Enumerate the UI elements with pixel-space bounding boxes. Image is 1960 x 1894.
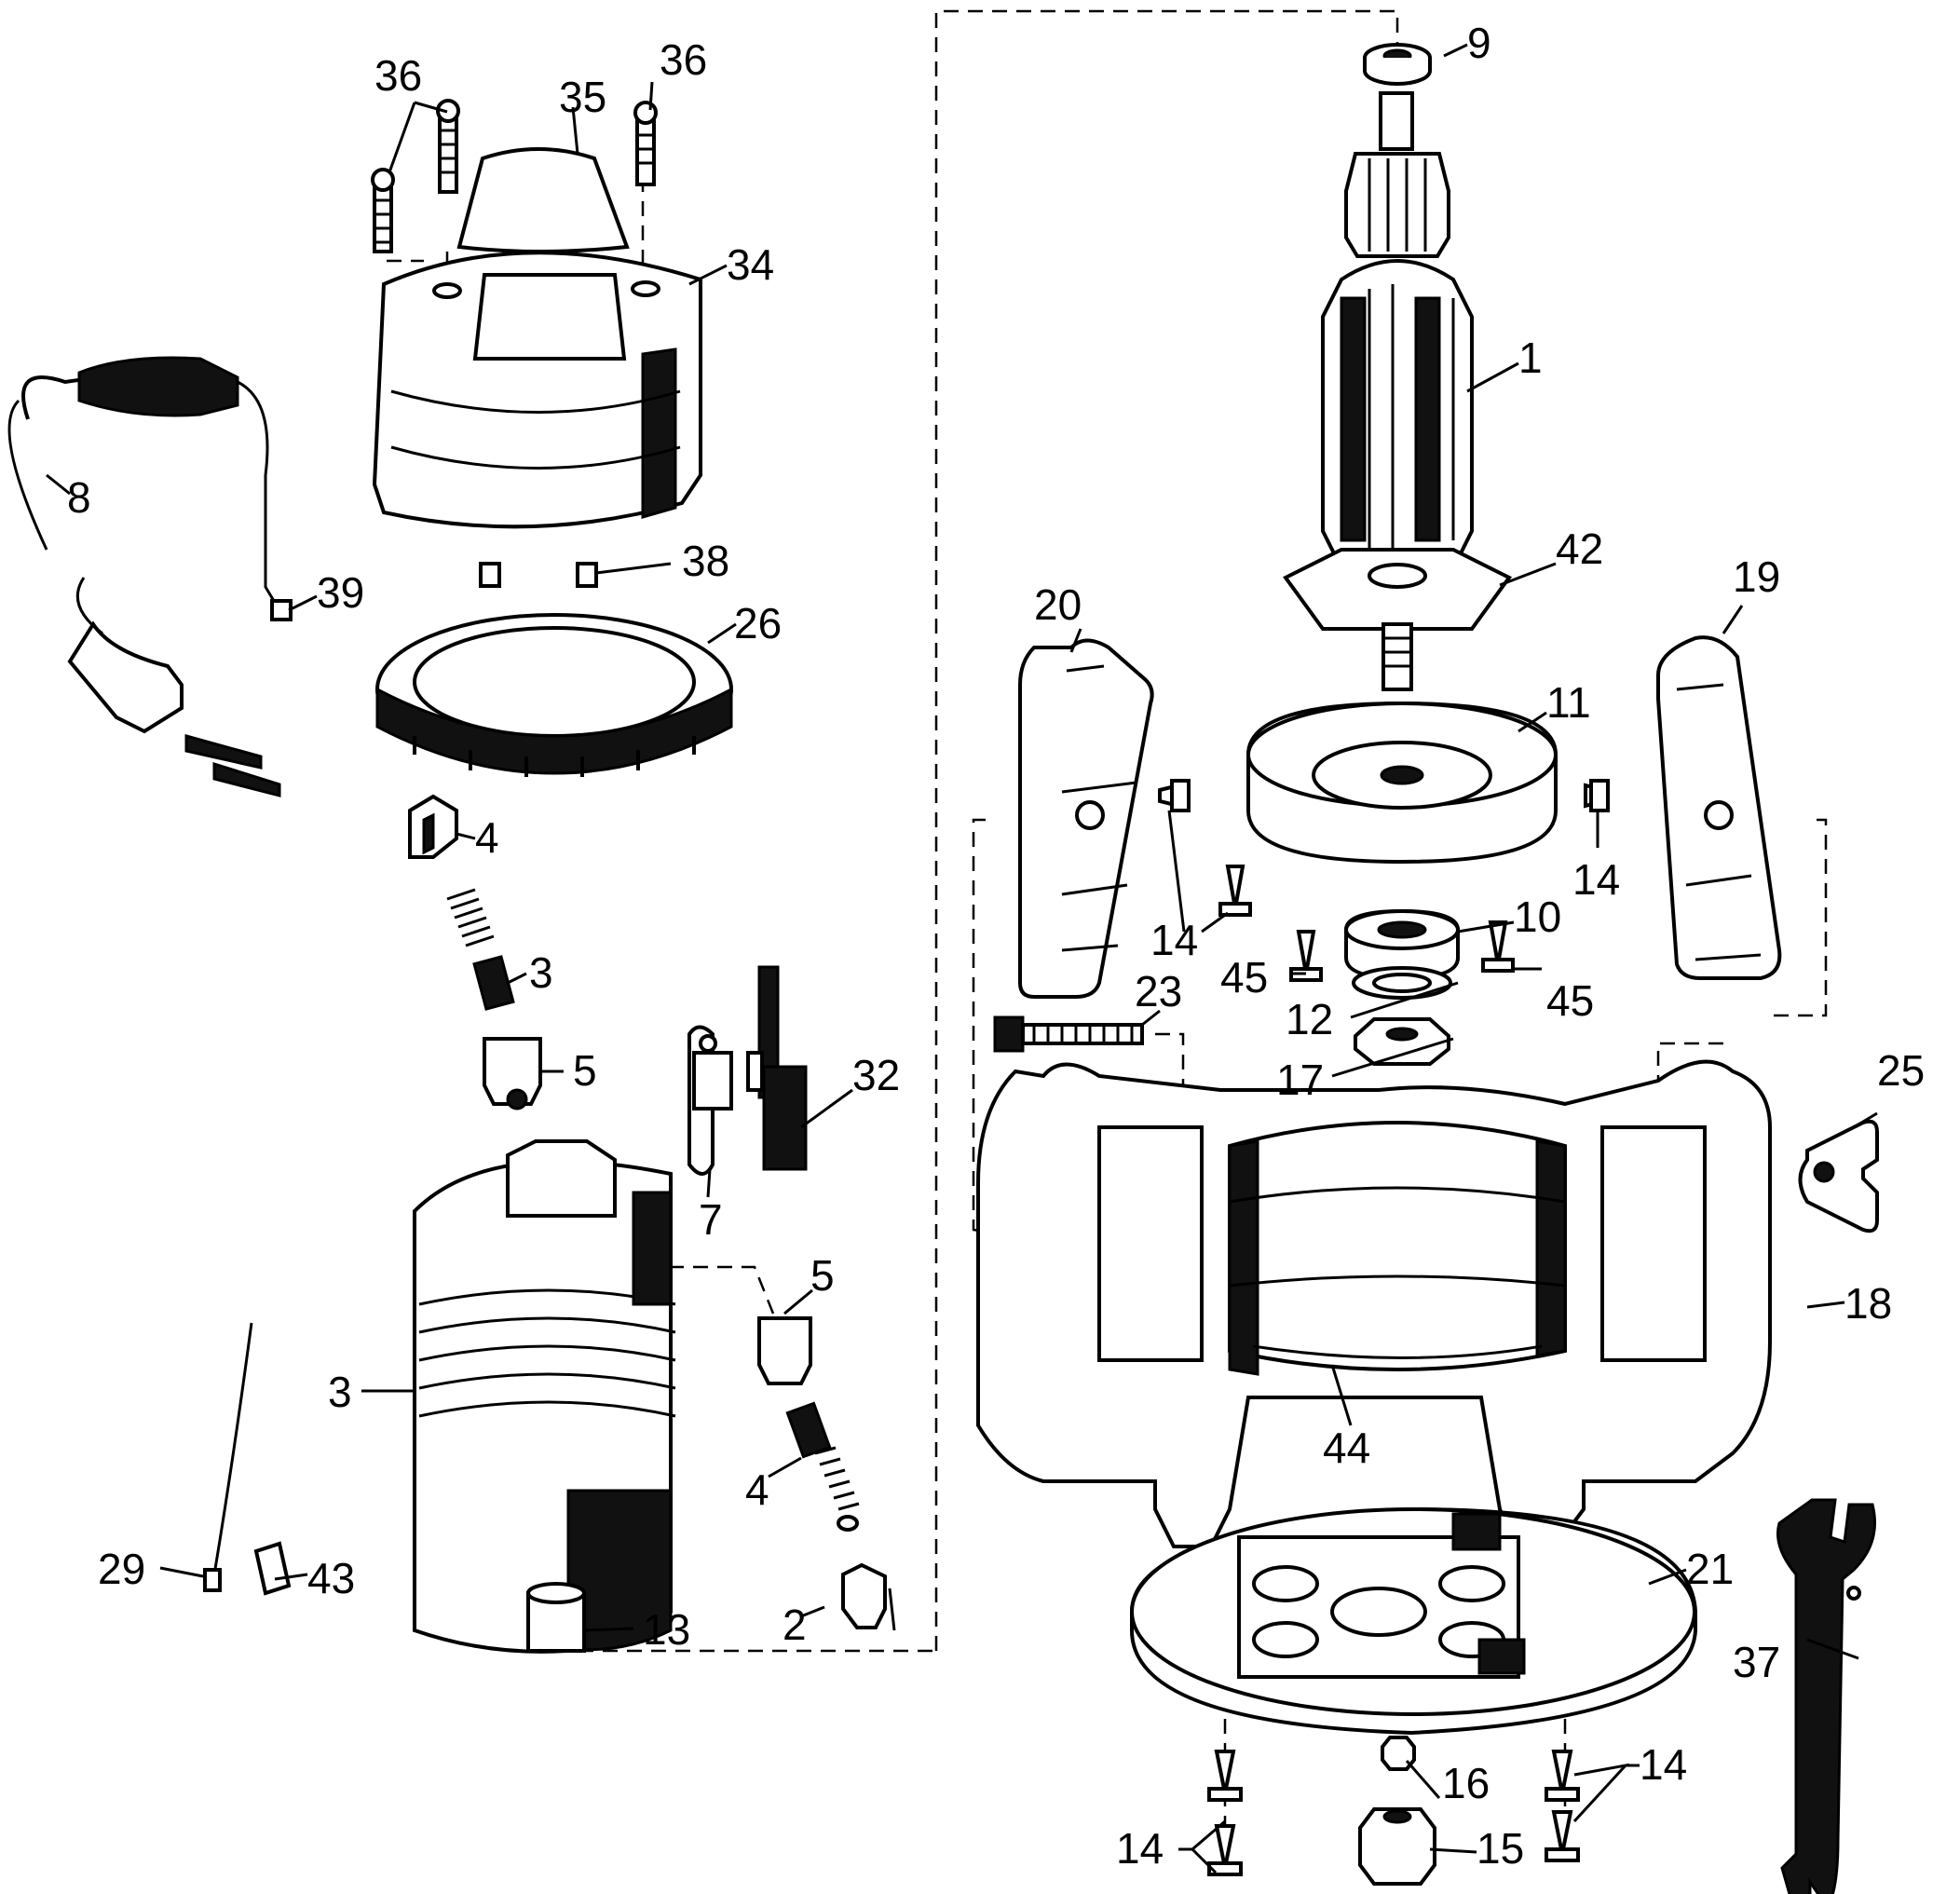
part-5-holder-top — [483, 1037, 542, 1111]
part-32-switch — [746, 965, 808, 1171]
part-20-handle — [1018, 638, 1154, 999]
callout-5-bottom: 5 — [810, 1251, 835, 1300]
callout-15: 15 — [1477, 1824, 1524, 1873]
callout-14-bottom-right: 14 — [1640, 1740, 1687, 1789]
callout-20: 20 — [1034, 580, 1082, 629]
callout-25: 25 — [1877, 1046, 1925, 1095]
part-14-screws-bottom — [1207, 1750, 1580, 1876]
callout-1: 1 — [1518, 334, 1543, 382]
callout-18: 18 — [1844, 1279, 1892, 1328]
part-18-base — [976, 1059, 1772, 1548]
callout-36-right: 36 — [660, 35, 707, 84]
part-29-lead-wire — [203, 1322, 253, 1592]
callout-10: 10 — [1514, 892, 1561, 941]
callout-9: 9 — [1467, 19, 1491, 67]
callout-12: 12 — [1286, 995, 1333, 1043]
part-11-bearing-housing — [1246, 701, 1558, 865]
callout-43: 43 — [307, 1554, 355, 1602]
part-26-ring — [375, 613, 733, 777]
callout-39: 39 — [317, 568, 364, 617]
callout-14-right: 14 — [1572, 855, 1620, 904]
callout-4-top: 4 — [475, 813, 499, 862]
callout-3-top: 3 — [529, 948, 553, 997]
callout-4-bottom: 2 — [783, 1601, 807, 1649]
callout-38: 38 — [682, 537, 729, 585]
callout-17: 17 — [1276, 1056, 1324, 1104]
callout-14-bottom-left: 14 — [1116, 1824, 1164, 1873]
part-23-bolt — [993, 1015, 1144, 1053]
part-4-clip-top — [408, 794, 458, 859]
callout-34: 34 — [727, 240, 774, 289]
part-43-wire-nut — [253, 1541, 292, 1596]
callout-3-bottom: 4 — [745, 1465, 769, 1514]
part-37-wrench — [1776, 1498, 1876, 1894]
part-25-wing-nut — [1798, 1119, 1879, 1233]
part-19-handle — [1656, 635, 1782, 980]
callout-8: 8 — [67, 473, 91, 522]
part-13-bushing — [526, 1582, 586, 1653]
part-2-field-housing — [413, 1139, 676, 1654]
callout-26: 26 — [734, 599, 782, 647]
callout-7: 7 — [699, 1195, 723, 1244]
part-9-washer — [1363, 43, 1432, 86]
callout-5-top: 5 — [573, 1046, 597, 1095]
callout-19: 19 — [1733, 552, 1780, 601]
part-10-bearing — [1344, 908, 1460, 981]
callout-21: 21 — [1686, 1545, 1734, 1593]
part-39-lead — [270, 599, 293, 621]
part-3-brush-top — [446, 888, 515, 1011]
callout-29: 29 — [98, 1545, 145, 1593]
part-3-brush-bottom — [785, 1401, 860, 1532]
part-34-motor-housing-cap — [372, 251, 702, 529]
callout-42: 42 — [1556, 525, 1603, 573]
callout-16: 16 — [1442, 1759, 1490, 1807]
part-21-base-plate — [1130, 1506, 1697, 1736]
callout-44: 44 — [1323, 1424, 1370, 1472]
part-1-armature — [1282, 91, 1513, 691]
callout-35: 35 — [559, 73, 606, 121]
part-14-screws-mid — [1158, 779, 1610, 917]
part-38-plugs — [479, 562, 598, 588]
part-5-holder-bottom — [757, 1316, 812, 1385]
callout-labels: 9 1 42 19 20 11 14 14 10 45 45 23 12 17 … — [67, 19, 1925, 1873]
part-12-spacer — [1352, 966, 1452, 1000]
leader-lines — [46, 43, 1878, 1874]
callout-11: 11 — [1546, 678, 1591, 727]
callout-37: 37 — [1733, 1638, 1780, 1686]
part-4-clip-bottom — [841, 1562, 896, 1631]
callout-45-right: 45 — [1546, 976, 1594, 1025]
callout-32: 32 — [852, 1051, 900, 1099]
part-15-collet-nut — [1358, 1807, 1436, 1886]
callout-2: 3 — [328, 1368, 352, 1416]
callout-14-left: 14 — [1150, 916, 1198, 964]
part-7-switch-bracket — [687, 1025, 733, 1176]
part-36-screws — [371, 99, 658, 253]
part-17-nut — [1354, 1017, 1450, 1066]
callout-13: 13 — [643, 1605, 690, 1654]
part-8-cord — [7, 356, 281, 797]
callout-36-left: 36 — [374, 51, 422, 100]
part-35-nameplate — [456, 147, 630, 253]
callout-23: 23 — [1135, 967, 1182, 1015]
callout-45-left: 45 — [1220, 953, 1268, 1002]
